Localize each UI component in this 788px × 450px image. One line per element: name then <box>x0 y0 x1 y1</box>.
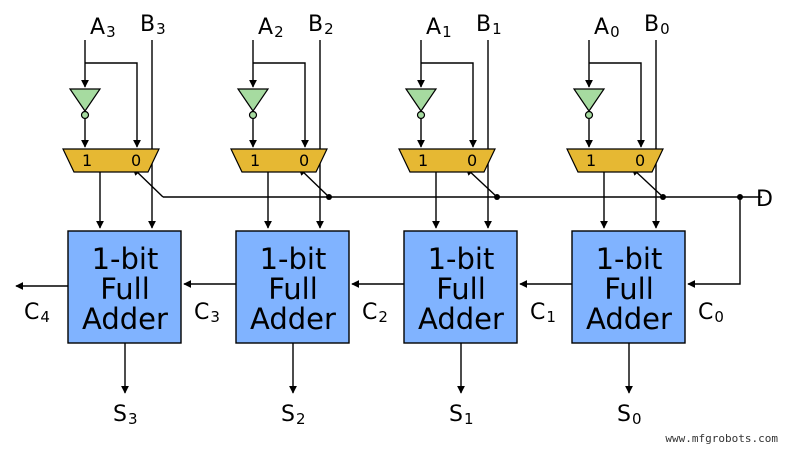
inverter-not-gate <box>68 88 102 113</box>
full-adder-text: Full <box>604 272 654 306</box>
wire-d-select <box>132 167 164 198</box>
wire-a-direct <box>253 62 309 148</box>
full-adder-text: Adder <box>586 302 672 336</box>
sum-output-label: S2 <box>281 402 306 428</box>
wire-a-direct <box>421 62 477 148</box>
full-adder-text: Full <box>268 272 318 306</box>
inverter-bubble <box>80 110 90 120</box>
full-adder-text: Adder <box>250 302 336 336</box>
inverter-not-gate <box>404 88 438 113</box>
full-adder <box>571 230 686 344</box>
wire-a-direct <box>589 62 645 148</box>
input-b-label: B0 <box>644 12 670 38</box>
full-adder-text: Adder <box>418 302 504 336</box>
input-b-label: B2 <box>308 12 334 38</box>
inverter-bubble <box>584 110 594 120</box>
input-b-label: B3 <box>140 12 166 38</box>
multiplexer <box>230 148 328 173</box>
full-adder <box>235 230 350 344</box>
wire-d-select <box>465 167 498 198</box>
control-d-label: D <box>756 187 773 212</box>
mux-input-1-label: 1 <box>418 151 428 170</box>
sum-output-label: S3 <box>113 402 138 428</box>
multiplexer <box>398 148 496 173</box>
mux-input-0-label: 0 <box>467 151 477 170</box>
multiplexer <box>566 148 664 173</box>
carry-in-label: C0 <box>698 300 724 326</box>
mux-input-1-label: 1 <box>250 151 260 170</box>
wire-a-direct <box>85 62 141 148</box>
full-adder-text: Full <box>436 272 486 306</box>
full-adder <box>403 230 518 344</box>
full-adder-text: 1-bit <box>92 242 159 276</box>
mux-input-1-label: 1 <box>586 151 596 170</box>
input-a-label: A2 <box>258 15 284 41</box>
full-adder <box>67 230 182 344</box>
input-a-label: A3 <box>90 15 116 41</box>
wire-d-select <box>631 167 664 198</box>
mux-input-0-label: 0 <box>635 151 645 170</box>
components <box>62 88 686 344</box>
input-a-label: A1 <box>426 15 452 41</box>
wire-d-to-carry-in <box>687 197 741 288</box>
inverter-not-gate <box>572 88 606 113</box>
sum-output-label: S1 <box>449 402 474 428</box>
input-b-label: B1 <box>476 12 502 38</box>
carry-out-label: C4 <box>24 300 50 326</box>
multiplexer <box>62 148 160 173</box>
full-adder-text: 1-bit <box>596 242 663 276</box>
mux-input-0-label: 0 <box>131 151 141 170</box>
full-adder-text: Full <box>100 272 150 306</box>
mux-input-0-label: 0 <box>299 151 309 170</box>
carry-in-label: C3 <box>194 300 220 326</box>
full-adder-text: Adder <box>82 302 168 336</box>
watermark: www.mfgrobots.com <box>665 432 778 445</box>
mux-input-1-label: 1 <box>82 151 92 170</box>
carry-in-label: C2 <box>362 300 388 326</box>
full-adder-text: 1-bit <box>428 242 495 276</box>
inverter-bubble <box>416 110 426 120</box>
inverter-bubble <box>248 110 258 120</box>
wires <box>15 40 762 394</box>
full-adder-text: 1-bit <box>260 242 327 276</box>
inverter-not-gate <box>236 88 270 113</box>
wire-d-select <box>298 167 330 198</box>
carry-in-label: C1 <box>530 300 556 326</box>
sum-output-label: S0 <box>617 402 642 428</box>
input-a-label: A0 <box>594 15 620 41</box>
